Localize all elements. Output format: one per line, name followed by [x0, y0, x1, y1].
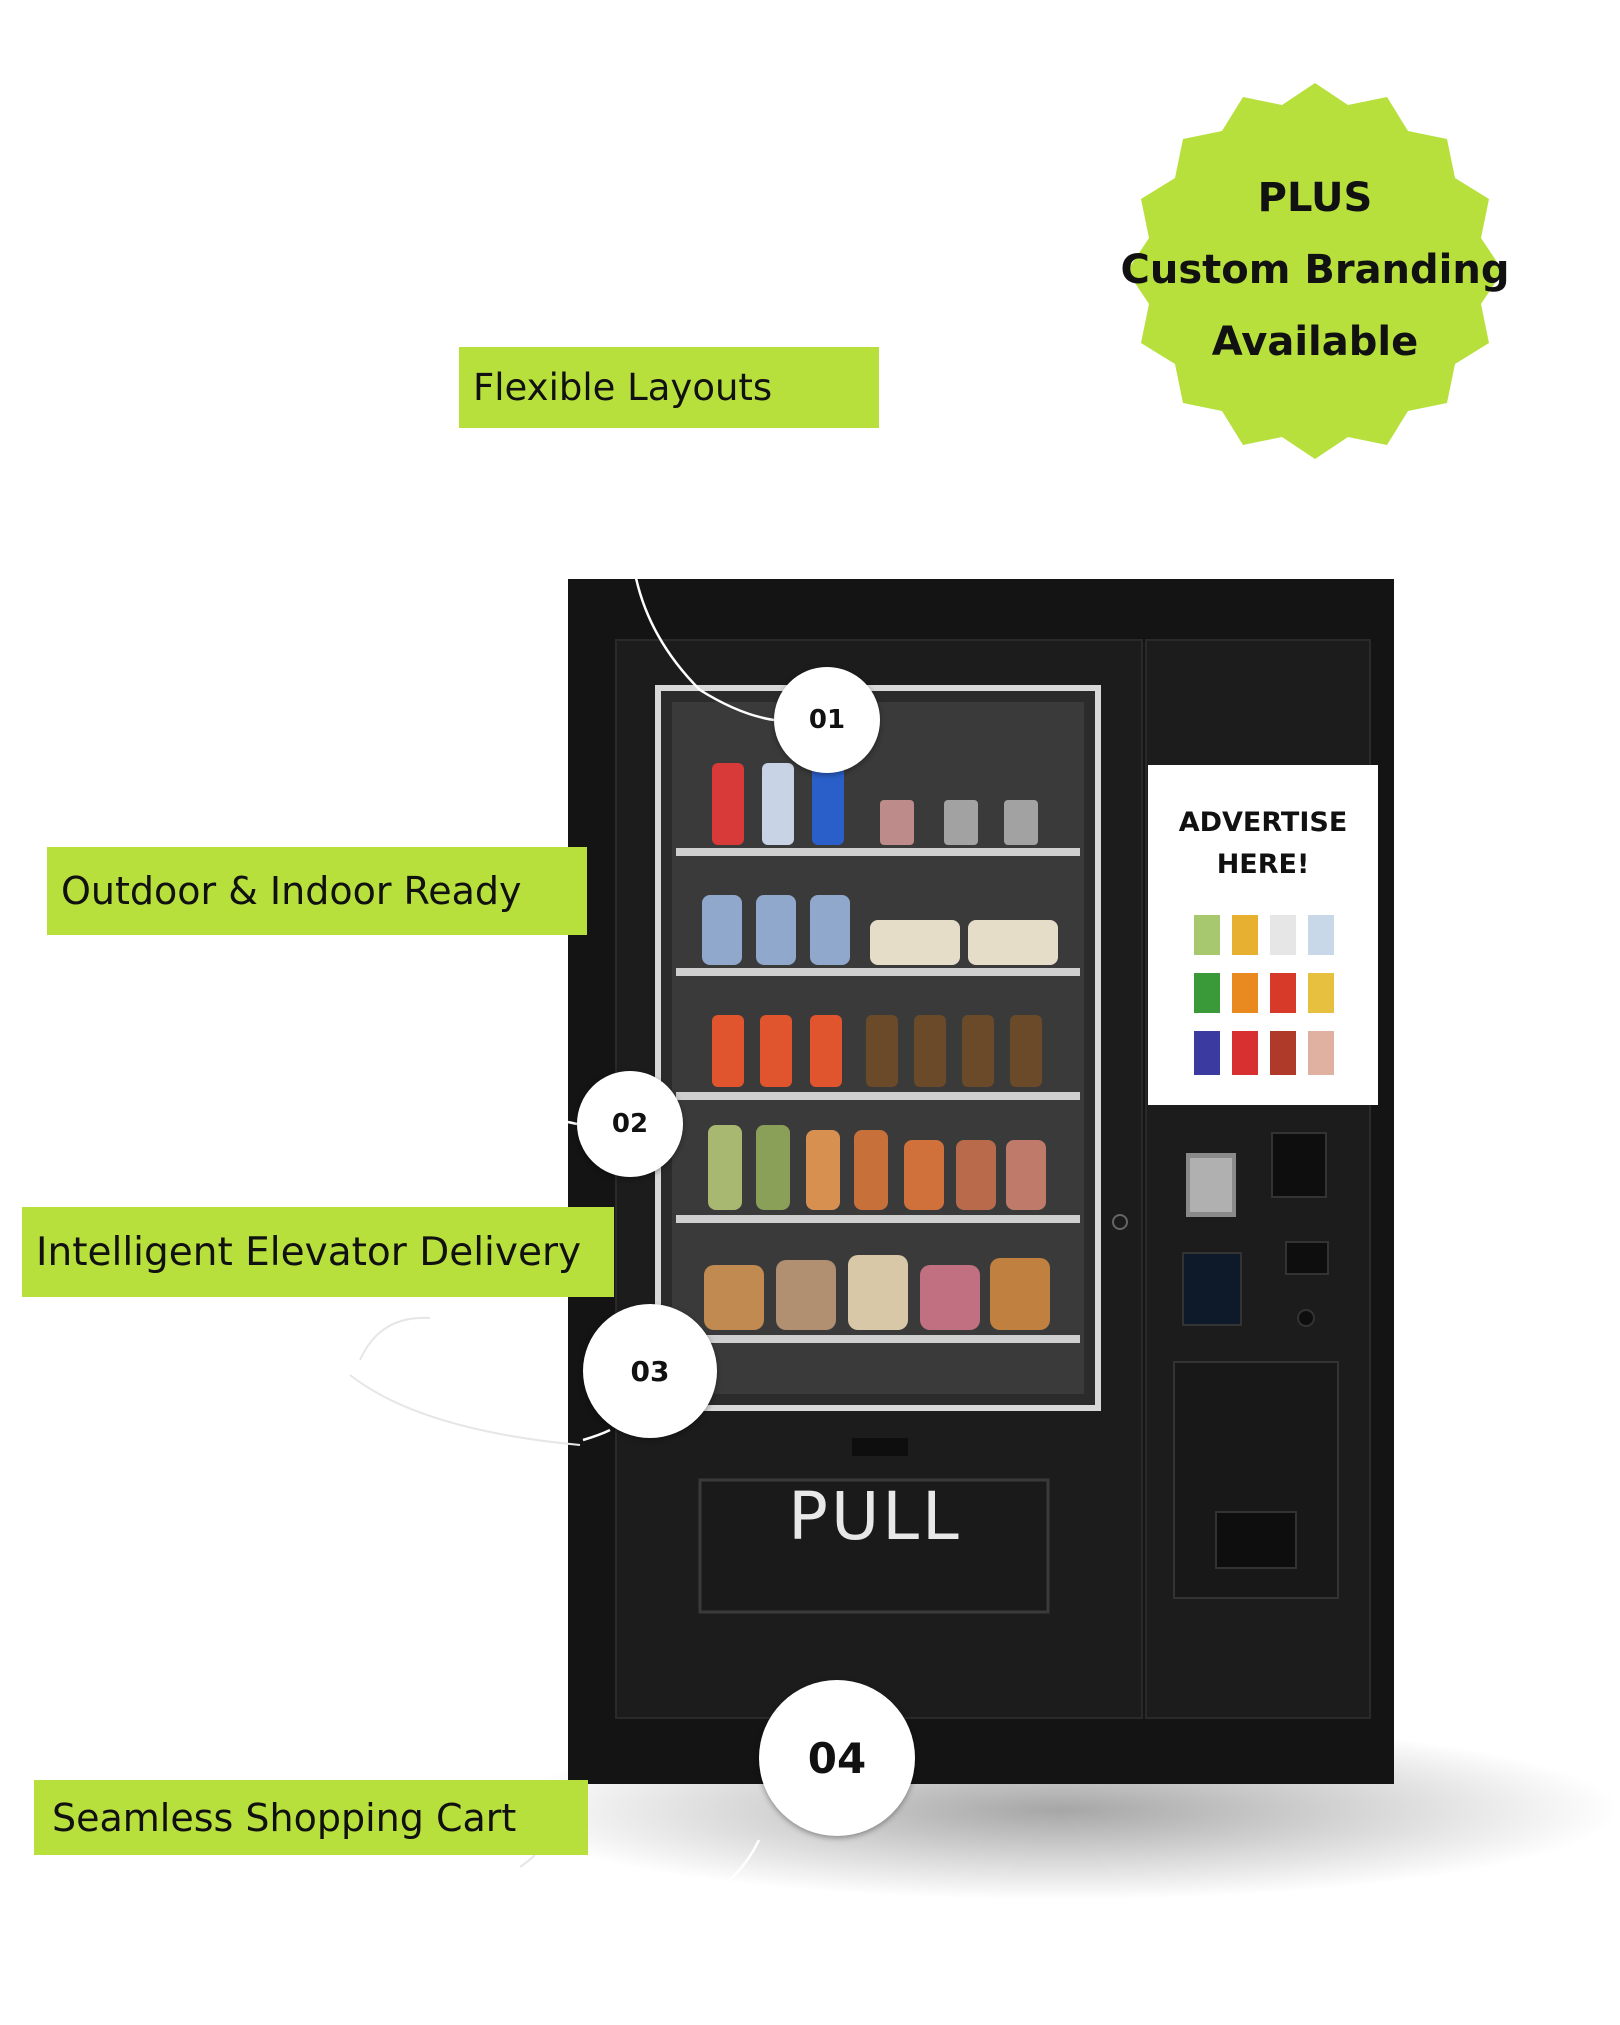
badge-line-plus: PLUS	[1257, 175, 1373, 221]
feature-number-01: 01	[774, 667, 880, 773]
badge-shape	[1127, 83, 1503, 459]
label-intelligent-elevator-delivery: Intelligent Elevator Delivery	[22, 1207, 614, 1297]
products-row-5	[704, 1255, 1050, 1330]
products-row-4	[708, 1125, 1046, 1210]
label-seamless-shopping-cart: Seamless Shopping Cart	[34, 1780, 588, 1855]
label-outdoor-indoor-ready: Outdoor & Indoor Ready	[47, 847, 587, 935]
feature-number-03: 03	[583, 1304, 717, 1438]
light-arrows	[349, 1316, 581, 1868]
badge-line-custom-branding: Custom Branding	[1120, 247, 1510, 293]
advertise-line-1: ADVERTISE	[1178, 807, 1348, 838]
products-row-3	[712, 1015, 1042, 1087]
custom-branding-badge	[1127, 83, 1503, 459]
label-flexible-layouts: Flexible Layouts	[459, 347, 879, 428]
products-row-2	[702, 895, 1058, 965]
feature-number-04: 04	[759, 1680, 915, 1836]
nfc-pad	[1182, 1252, 1242, 1326]
connector-lines	[567, 577, 775, 1917]
door-lock	[1112, 1214, 1128, 1230]
pull-label: PULL	[788, 1478, 962, 1555]
advertise-text: ADVERTISE HERE!	[1148, 802, 1378, 886]
products-row-1	[712, 763, 1038, 845]
pull-drawer	[698, 1478, 1050, 1614]
shelves	[676, 848, 1080, 1343]
keypad	[1186, 1153, 1236, 1217]
advertise-line-2: HERE!	[1216, 849, 1310, 880]
badge-text: PLUS Custom Branding Available	[1090, 45, 1540, 495]
card-reader	[1271, 1132, 1327, 1198]
badge-line-available: Available	[1211, 319, 1419, 365]
feature-number-02: 02	[577, 1071, 683, 1177]
advertise-screen	[1148, 765, 1378, 1105]
